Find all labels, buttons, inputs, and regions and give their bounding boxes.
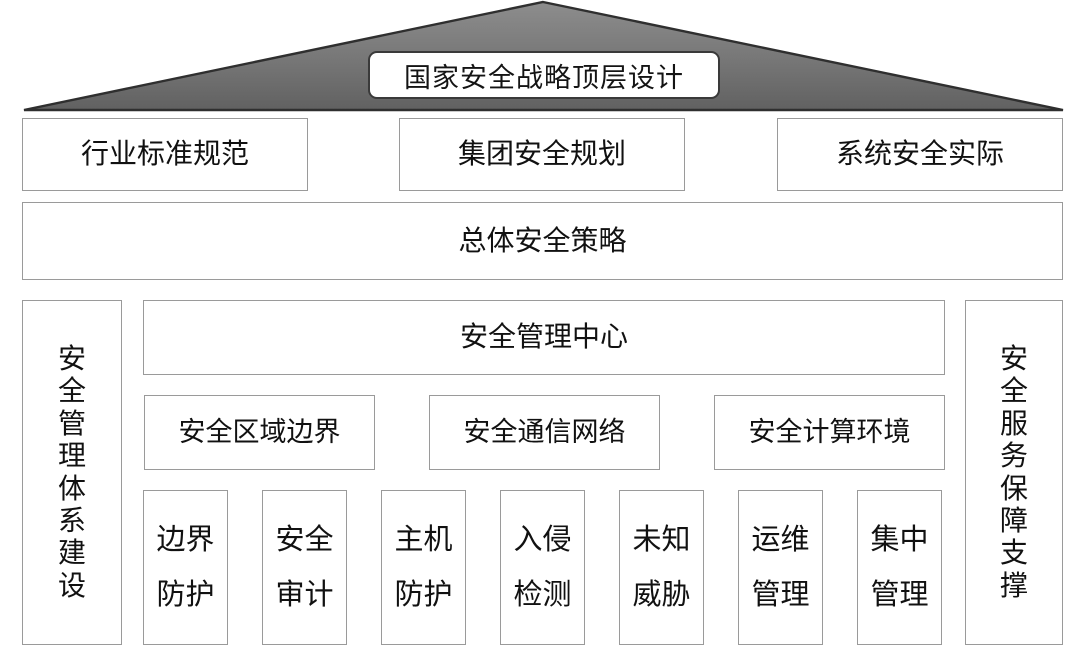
- capability-line-1: 未知: [632, 523, 691, 556]
- capability-box-intrusion-detection: 入侵 检测: [500, 490, 585, 645]
- capability-box-security-audit: 安全 审计: [262, 490, 347, 645]
- capability-box-operations-management: 运维 管理: [738, 490, 823, 645]
- basis-box-group-security-plan: 集团安全规划: [399, 118, 685, 191]
- pillar-security-management-system-construction: 安 全 管 理 体 系 建 设: [22, 300, 122, 645]
- pillar-right-char: 障: [999, 504, 1028, 536]
- capability-line-1: 安全: [275, 523, 334, 556]
- capability-line-2: 管理: [870, 578, 929, 611]
- pillar-left-char: 设: [57, 569, 86, 601]
- pillar-right-char: 支: [999, 537, 1028, 569]
- pillar-left-char: 安: [57, 342, 86, 374]
- pillar-left-char: 体: [57, 472, 86, 504]
- capability-line-1: 集中: [870, 523, 929, 556]
- basis-box-system-security-practice: 系统安全实际: [777, 118, 1063, 191]
- capability-line-2: 防护: [394, 578, 453, 611]
- capability-box-boundary-protection: 边界 防护: [143, 490, 228, 645]
- pillar-left-char: 系: [57, 504, 86, 536]
- pillar-left-char: 管: [57, 407, 86, 439]
- pillar-right-char: 全: [999, 375, 1028, 407]
- capability-box-unknown-threat: 未知 威胁: [619, 490, 704, 645]
- capability-box-centralized-management: 集中 管理: [857, 490, 942, 645]
- capability-line-2: 审计: [275, 578, 334, 611]
- capability-line-1: 主机: [394, 523, 453, 556]
- overall-security-policy-box: 总体安全策略: [22, 202, 1063, 280]
- pillar-security-service-support: 安 全 服 务 保 障 支 撑: [965, 300, 1063, 645]
- pillar-left-char: 理: [57, 440, 86, 472]
- pillar-right-char: 保: [999, 472, 1028, 504]
- pillar-left-char: 全: [57, 375, 86, 407]
- zone-box-secure-area-boundary: 安全区域边界: [144, 395, 375, 470]
- capability-line-2: 威胁: [632, 578, 691, 611]
- capability-line-1: 运维: [751, 523, 810, 556]
- zone-box-secure-communication-network: 安全通信网络: [429, 395, 660, 470]
- pillar-left-char: 建: [57, 537, 86, 569]
- security-management-center-box: 安全管理中心: [143, 300, 945, 375]
- pillar-right-char: 安: [999, 342, 1028, 374]
- basis-box-industry-standards: 行业标准规范: [22, 118, 308, 191]
- capability-box-host-protection: 主机 防护: [381, 490, 466, 645]
- capability-line-1: 入侵: [513, 523, 572, 556]
- capability-line-1: 边界: [156, 523, 215, 556]
- capability-line-2: 管理: [751, 578, 810, 611]
- page-title: 国家安全战略顶层设计: [368, 51, 720, 99]
- pillar-right-char: 务: [999, 440, 1028, 472]
- capability-line-2: 检测: [513, 578, 572, 611]
- zone-box-secure-computing-environment: 安全计算环境: [714, 395, 945, 470]
- pillar-right-char: 服: [999, 407, 1028, 439]
- capability-line-2: 防护: [156, 578, 215, 611]
- pillar-right-char: 撑: [999, 569, 1028, 601]
